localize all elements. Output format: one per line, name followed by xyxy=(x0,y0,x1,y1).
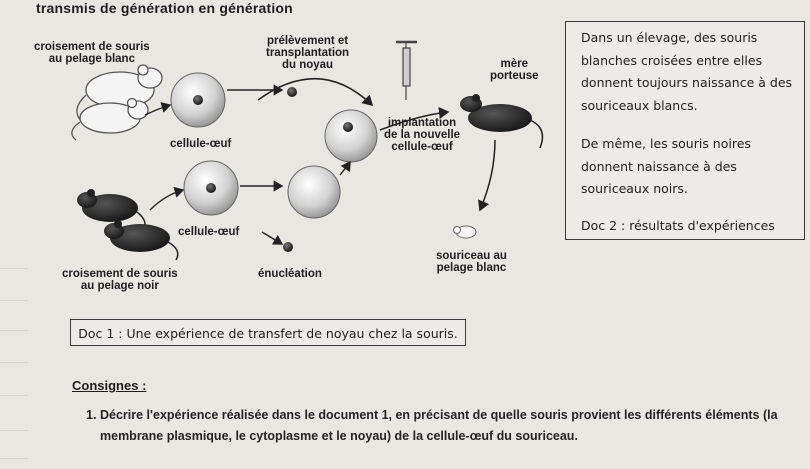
margin-line xyxy=(0,430,28,431)
black-mouse-icon xyxy=(77,189,146,233)
doc2-label: Doc 2 : résultats d'expériences xyxy=(581,217,775,233)
question-number: 1. xyxy=(86,408,97,422)
results-paragraph-1: Dans un élevage, des souris blanches cro… xyxy=(581,30,793,113)
arrow-icon xyxy=(339,160,351,176)
margin-line xyxy=(0,458,28,459)
white-mouse-icon xyxy=(76,64,163,123)
consignes-heading: Consignes : xyxy=(72,378,147,393)
label-egg-black: cellule-œuf xyxy=(178,226,240,238)
arrow-icon xyxy=(478,139,496,212)
question-text: Décrire l'expérience réalisée dans le do… xyxy=(100,408,778,443)
removed-nucleus-icon xyxy=(283,242,293,252)
arrow-icon xyxy=(257,78,374,107)
arrow-icon xyxy=(144,102,172,116)
syringe-icon xyxy=(396,40,417,100)
margin-line xyxy=(0,300,28,301)
egg-cell-black-icon xyxy=(183,160,239,216)
results-box: Dans un élevage, des souris blanches cro… xyxy=(565,21,805,240)
arrow-icon xyxy=(379,106,450,131)
page-title: transmis de génération en génération xyxy=(36,0,293,16)
label-enucleation: énucléation xyxy=(258,268,322,280)
enucleated-cell-icon xyxy=(287,165,341,219)
egg-cell-white-icon xyxy=(170,72,226,128)
results-paragraph-2: De même, les souris noires donnent naiss… xyxy=(581,136,751,196)
surrogate-mother-icon xyxy=(460,94,544,149)
arrow-icon xyxy=(261,231,284,245)
margin-line xyxy=(0,395,28,396)
egg-cell-new-icon xyxy=(324,109,378,163)
margin-line xyxy=(0,362,28,363)
white-mouse-icon xyxy=(71,97,149,141)
black-mouse-icon xyxy=(104,220,179,261)
nuclear-transfer-diagram xyxy=(71,40,544,261)
doc1-caption: Doc 1 : Une expérience de transfert de n… xyxy=(70,319,466,346)
offspring-mouse-icon xyxy=(453,225,477,239)
label-egg-white: cellule-œuf xyxy=(170,138,232,150)
arrow-icon xyxy=(149,186,185,211)
margin-line xyxy=(0,330,28,331)
question-1: 1. Décrire l'expérience réalisée dans le… xyxy=(86,405,800,447)
margin-line xyxy=(0,268,28,269)
nucleus-icon xyxy=(287,87,297,97)
